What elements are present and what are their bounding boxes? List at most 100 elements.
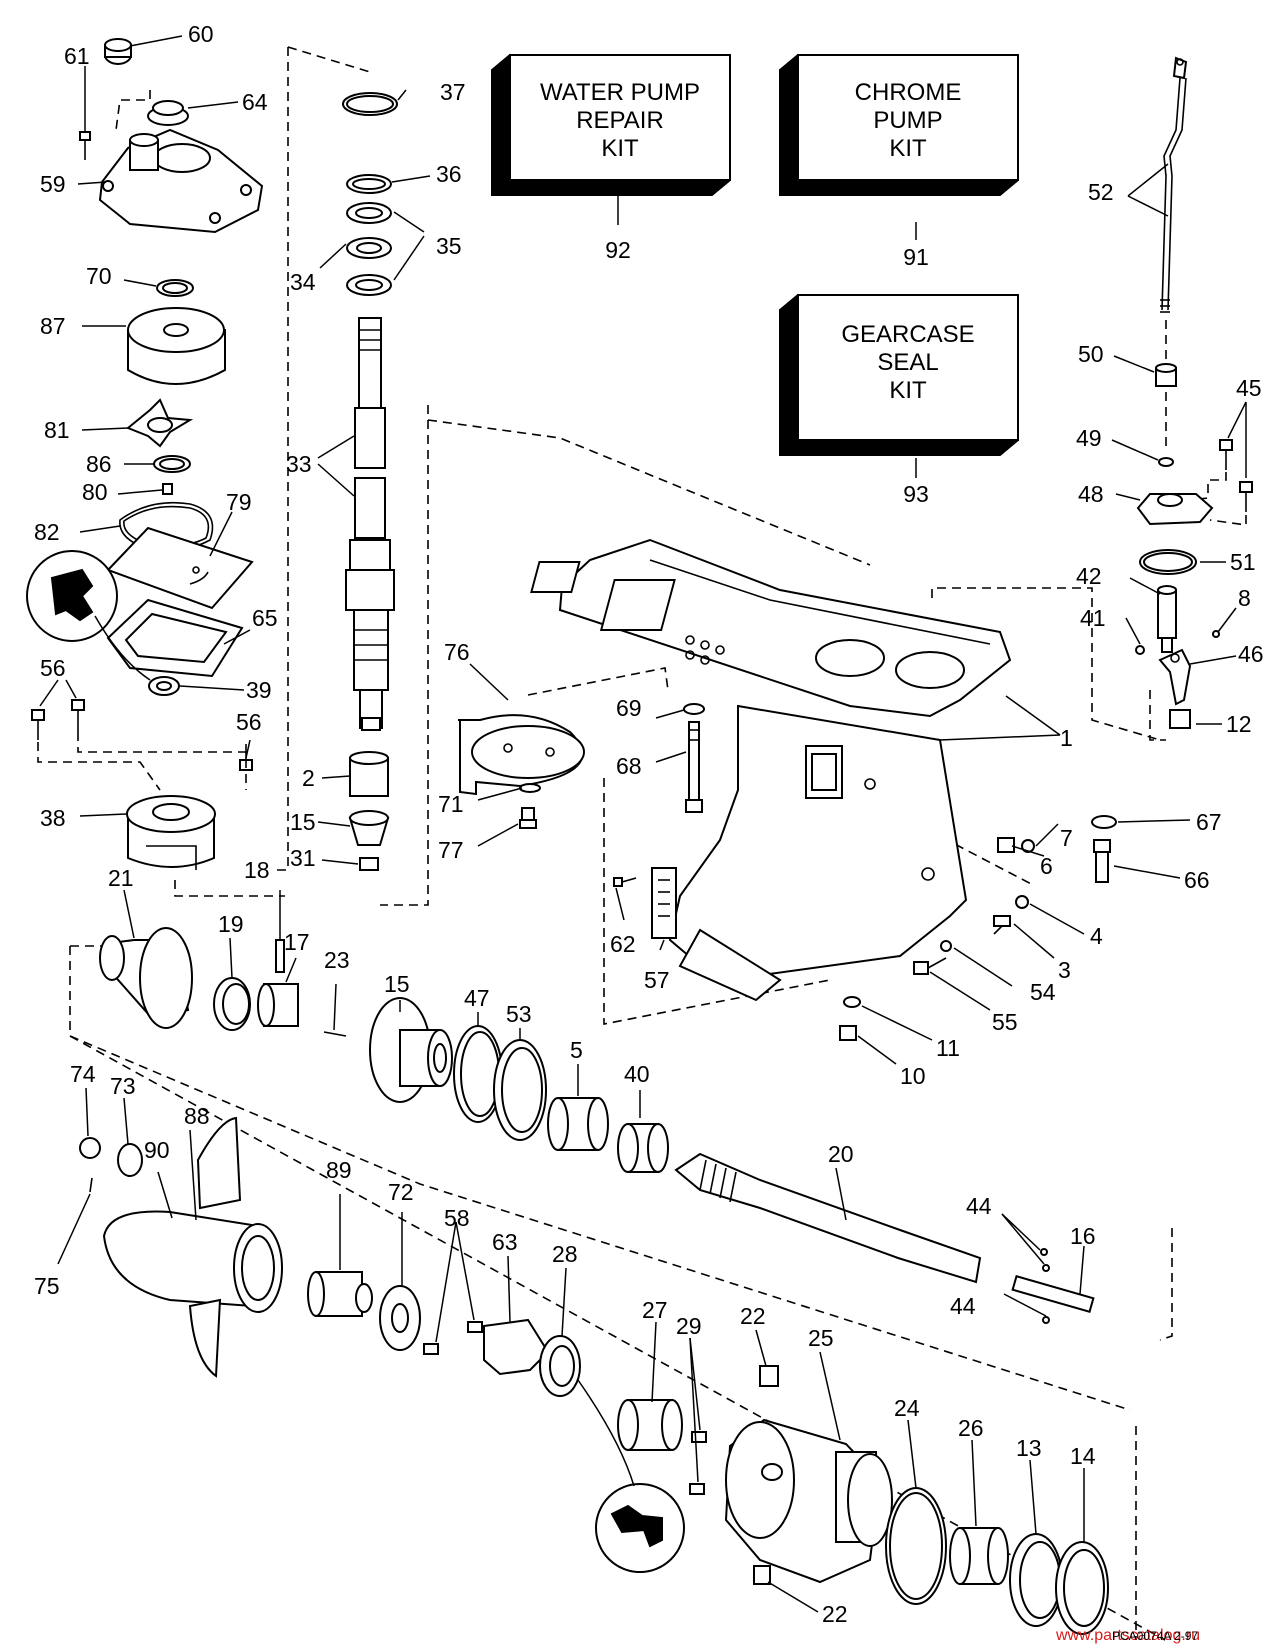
propeller-group <box>79 1116 581 1397</box>
callout-82: 82 <box>34 519 60 545</box>
callout-91: 91 <box>903 244 929 270</box>
callout-16: 16 <box>1070 1223 1096 1249</box>
callout-4: 4 <box>1090 923 1103 949</box>
callout-68: 68 <box>616 753 642 779</box>
kit-label-line: SEAL <box>877 349 938 376</box>
kit-label-line: PUMP <box>873 107 942 134</box>
shift-rod-group <box>1135 56 1253 741</box>
callout-34: 34 <box>290 269 316 295</box>
callout-28: 28 <box>552 1241 578 1267</box>
callout-60: 60 <box>188 21 214 47</box>
callout-20: 20 <box>828 1141 854 1167</box>
callout-61: 61 <box>64 43 90 69</box>
callout-73: 73 <box>110 1073 136 1099</box>
callout-36: 36 <box>436 161 462 187</box>
callout-6: 6 <box>1040 853 1053 879</box>
callout-81: 81 <box>44 417 70 443</box>
watermark: www.partscatalog.ru <box>1055 1627 1200 1644</box>
callout-2: 2 <box>302 765 315 791</box>
callout-53: 53 <box>506 1001 532 1027</box>
callout-21: 21 <box>108 865 134 891</box>
kit-label-line: KIT <box>889 377 927 404</box>
callout-50: 50 <box>1078 341 1104 367</box>
callout-5: 5 <box>570 1037 583 1063</box>
callout-15: 15 <box>290 809 316 835</box>
callout-72: 72 <box>388 1179 414 1205</box>
callout-62: 62 <box>610 931 636 957</box>
callout-67: 67 <box>1196 809 1222 835</box>
callout-59: 59 <box>40 171 66 197</box>
callout-46: 46 <box>1238 641 1264 667</box>
callout-44b: 44 <box>950 1293 976 1319</box>
kit-label-line: WATER PUMP <box>540 79 700 106</box>
callout-48: 48 <box>1078 481 1104 507</box>
callout-26: 26 <box>958 1415 984 1441</box>
callout-3: 3 <box>1058 957 1071 983</box>
callout-37: 37 <box>440 79 466 105</box>
callout-45: 45 <box>1236 375 1262 401</box>
callout-77: 77 <box>438 837 464 863</box>
callout-17: 17 <box>284 929 310 955</box>
kit-label-line: REPAIR <box>576 107 664 134</box>
propshaft-group <box>69 927 1173 1641</box>
callout-47: 47 <box>464 985 490 1011</box>
callout-76: 76 <box>444 639 470 665</box>
callout-22b: 22 <box>822 1601 848 1627</box>
callout-93: 93 <box>903 481 929 507</box>
callout-7: 7 <box>1060 825 1073 851</box>
callout-13: 13 <box>1016 1435 1042 1461</box>
water-pump-group <box>26 38 285 897</box>
callout-18: 18 <box>244 857 270 883</box>
callout-92: 92 <box>605 237 631 263</box>
callout-33: 33 <box>286 451 312 477</box>
driveshaft-group <box>275 46 429 906</box>
callout-70: 70 <box>86 263 112 289</box>
callout-12: 12 <box>1226 711 1252 737</box>
callout-19: 19 <box>218 911 244 937</box>
callout-25: 25 <box>808 1325 834 1351</box>
callout-8: 8 <box>1238 585 1251 611</box>
callout-90: 90 <box>144 1137 170 1163</box>
callout-40: 40 <box>624 1061 650 1087</box>
kit-label-line: CHROME <box>855 79 962 106</box>
callout-10: 10 <box>900 1063 926 1089</box>
callout-35: 35 <box>436 233 462 259</box>
callout-24: 24 <box>894 1395 920 1421</box>
kit-box-water-pump: WATER PUMP REPAIR KIT 92 <box>491 54 731 263</box>
callout-1: 1 <box>1060 725 1073 751</box>
callout-41: 41 <box>1080 605 1106 631</box>
callout-56: 56 <box>40 655 66 681</box>
callout-80: 80 <box>82 479 108 505</box>
callout-42: 42 <box>1076 563 1102 589</box>
callout-75: 75 <box>34 1273 60 1299</box>
callout-55: 55 <box>992 1009 1018 1035</box>
callout-74: 74 <box>70 1061 96 1087</box>
callout-38: 38 <box>40 805 66 831</box>
kit-label-line: KIT <box>601 135 639 162</box>
callout-69: 69 <box>616 695 642 721</box>
kit-box-chrome-pump: CHROME PUMP KIT 91 <box>779 54 1019 270</box>
kit-label-line: GEARCASE <box>841 321 974 348</box>
bearing-housing-group <box>577 1365 1109 1635</box>
callout-63: 63 <box>492 1229 518 1255</box>
kit-box-gearcase-seal: GEARCASE SEAL KIT 93 <box>779 294 1019 507</box>
callout-79: 79 <box>226 489 252 515</box>
callout-29: 29 <box>676 1313 702 1339</box>
callout-57: 57 <box>644 967 670 993</box>
housing-hardware <box>458 667 1117 1041</box>
callout-86: 86 <box>86 451 112 477</box>
callout-87: 87 <box>40 313 66 339</box>
callout-65: 65 <box>252 605 278 631</box>
callout-44: 44 <box>966 1193 992 1219</box>
kit-label-line: KIT <box>889 135 927 162</box>
callout-88: 88 <box>184 1103 210 1129</box>
callout-23: 23 <box>324 947 350 973</box>
callout-39: 39 <box>246 677 272 703</box>
callout-31: 31 <box>290 845 316 871</box>
callout-89: 89 <box>326 1157 352 1183</box>
callout-66: 66 <box>1184 867 1210 893</box>
callout-22: 22 <box>740 1303 766 1329</box>
gearcase-housing <box>427 419 1161 1025</box>
callout-14: 14 <box>1070 1443 1096 1469</box>
